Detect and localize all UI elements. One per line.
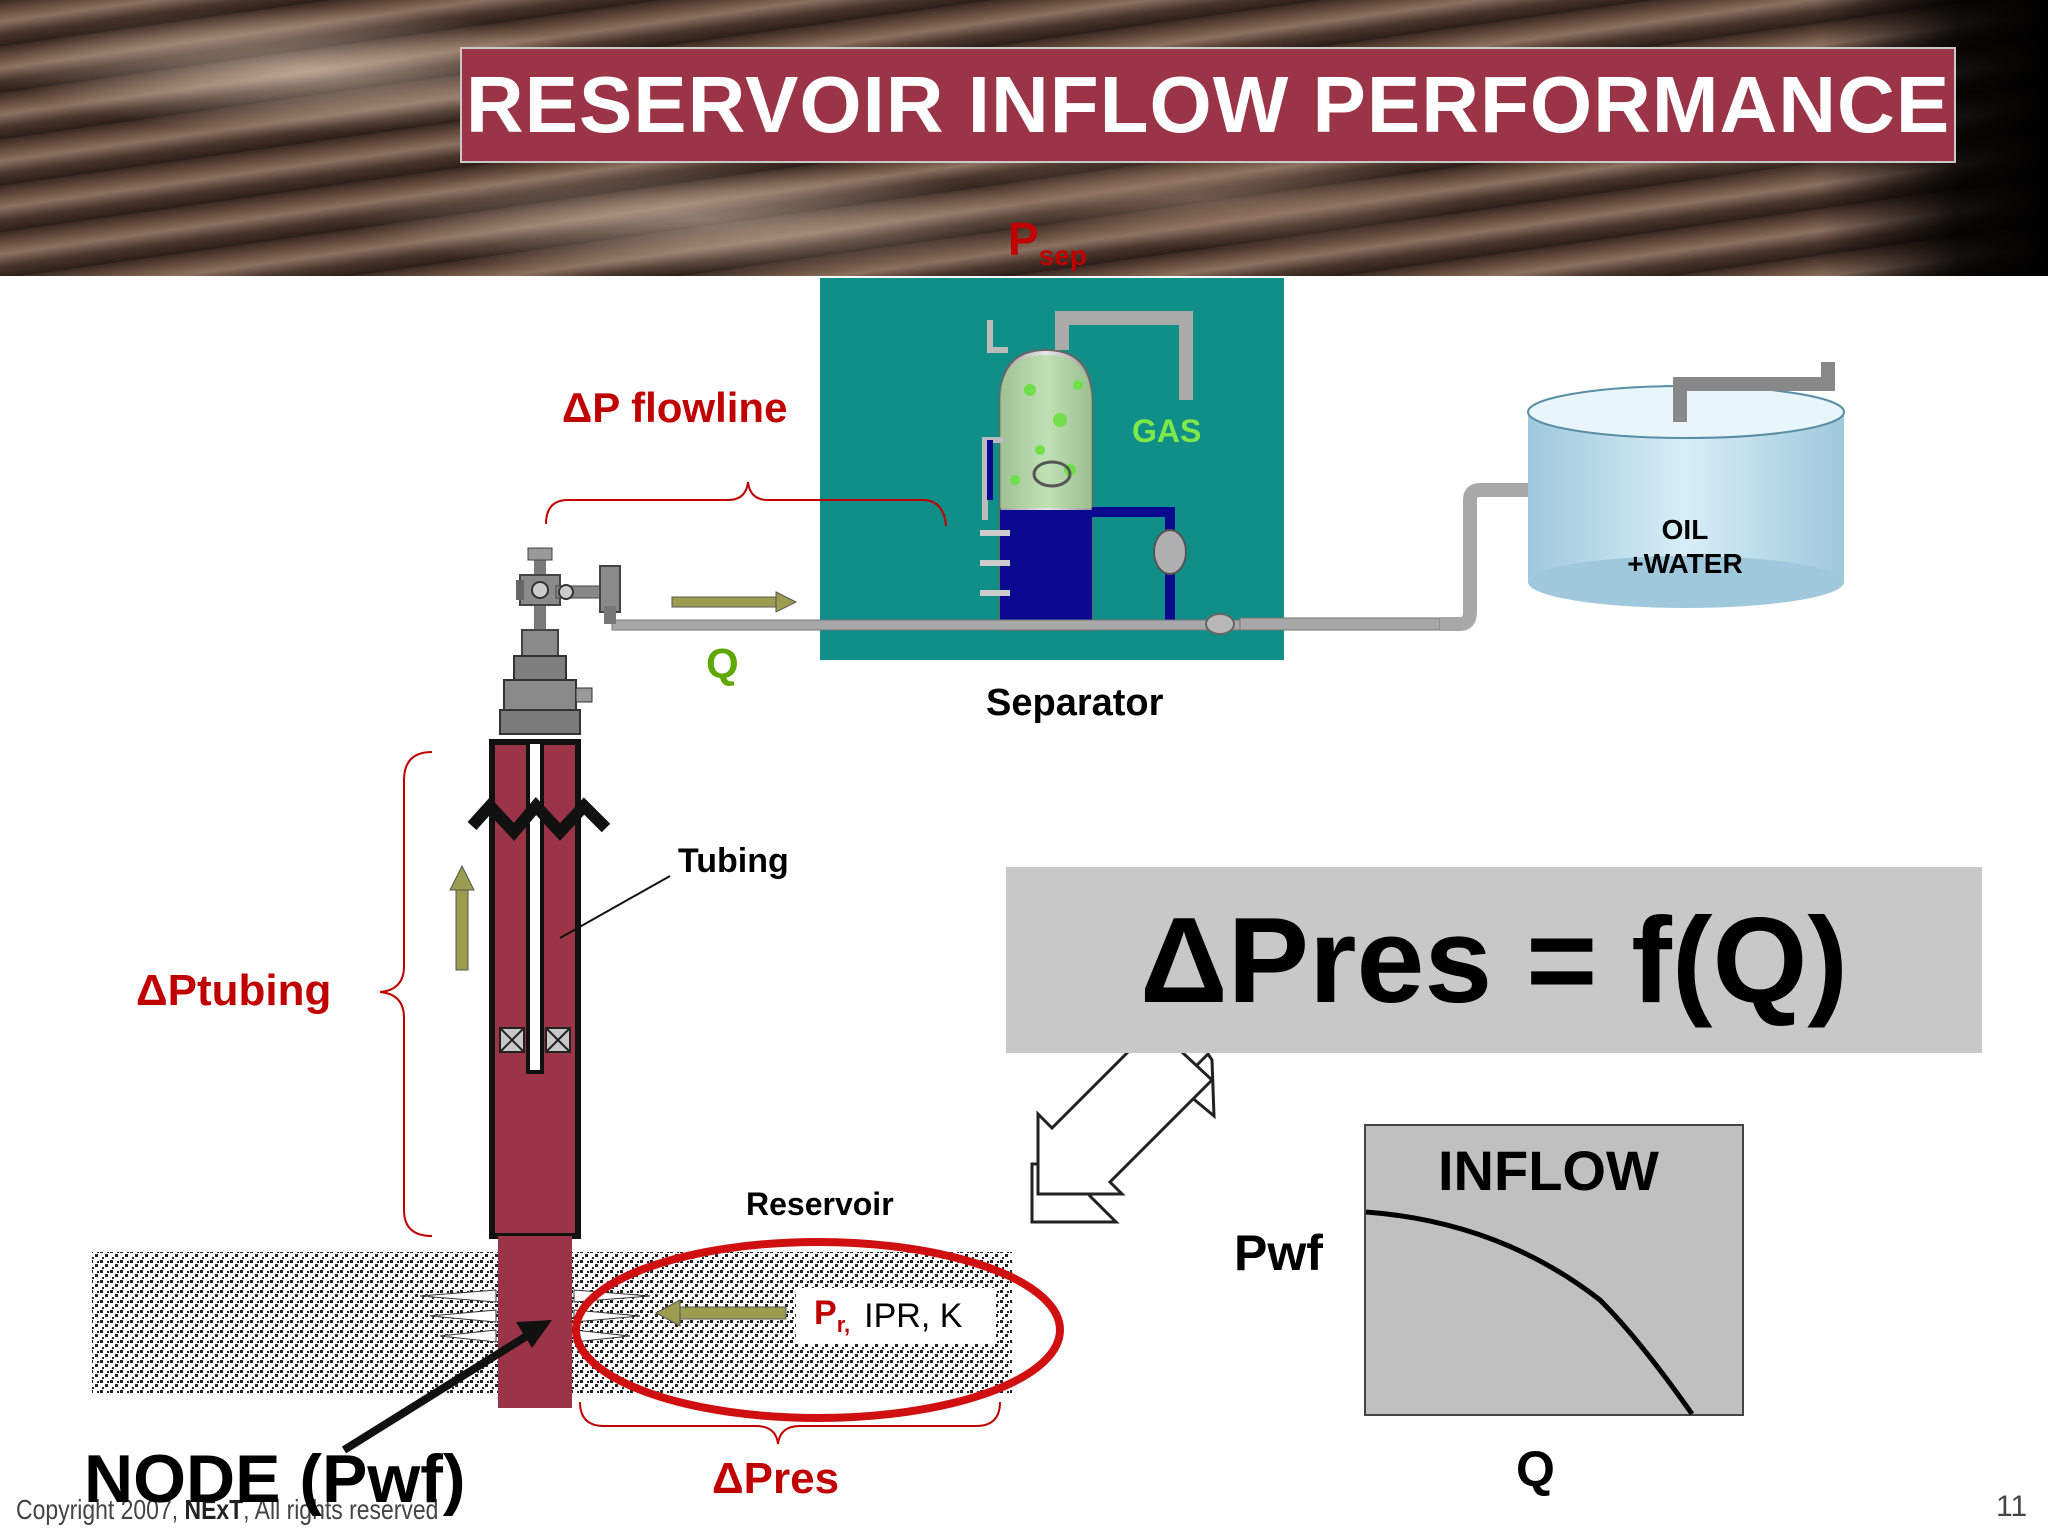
- upward-flow-arrow: [449, 864, 475, 971]
- page-number: 11: [1996, 1490, 2028, 1523]
- break-symbol: [467, 796, 611, 842]
- node-label: NODE (Pwf): [84, 1441, 466, 1517]
- pr-label: Pr,: [814, 1294, 851, 1337]
- oil-water-label: OIL +WATER: [1590, 513, 1780, 581]
- flow-q-label: Q: [706, 640, 739, 687]
- oil-label-line2: +WATER: [1627, 548, 1743, 579]
- page-title: RESERVOIR INFLOW PERFORMANCE: [465, 60, 1951, 149]
- dpres-brace: [579, 1401, 1001, 1445]
- gas-label: GAS: [1132, 413, 1202, 449]
- storage-tank: [1527, 362, 1845, 608]
- dp-tubing-label: ΔPtubing: [136, 966, 332, 1015]
- title-box: RESERVOIR INFLOW PERFORMANCE: [460, 47, 1956, 163]
- inflow-chart-xlabel: Q: [1516, 1441, 1555, 1497]
- separator-vessel: [980, 311, 1193, 631]
- copyright-footer: Copyright 2007, NExT, All rights reserve…: [16, 1494, 439, 1525]
- flow-arrow: [671, 591, 798, 613]
- reservoir-params-box: Pr, IPR, K: [796, 1288, 996, 1344]
- psep-label: Psep: [1008, 213, 1087, 271]
- reservoir-flow-arrow: [654, 1299, 787, 1327]
- node-arrow: [341, 1320, 552, 1454]
- equation-box: ΔPres = f(Q): [1006, 867, 1982, 1053]
- inflow-chart-ylabel: Pwf: [1234, 1225, 1323, 1281]
- flowline-brace: [545, 481, 947, 527]
- oil-label-line1: OIL: [1661, 514, 1709, 545]
- ipr-k-label: IPR, K: [864, 1296, 963, 1335]
- reservoir-label: Reservoir: [746, 1186, 894, 1222]
- dp-flowline-label: ΔP flowline: [562, 384, 788, 431]
- tubing-label: Tubing: [678, 842, 789, 880]
- separator-label: Separator: [986, 682, 1164, 724]
- equation-text: ΔPres = f(Q): [1139, 892, 1849, 1028]
- wellhead: [499, 547, 621, 735]
- tubing-leader: [559, 875, 671, 939]
- ipr-curve: [1365, 1209, 1695, 1416]
- inflow-chart-title: INFLOW: [1438, 1139, 1659, 1202]
- tubing-brace: [379, 751, 433, 1237]
- dp-res-label: ΔPres: [712, 1454, 840, 1503]
- reservoir-highlight-ellipse: [572, 1238, 1064, 1422]
- flowline-pipe: [611, 483, 1530, 635]
